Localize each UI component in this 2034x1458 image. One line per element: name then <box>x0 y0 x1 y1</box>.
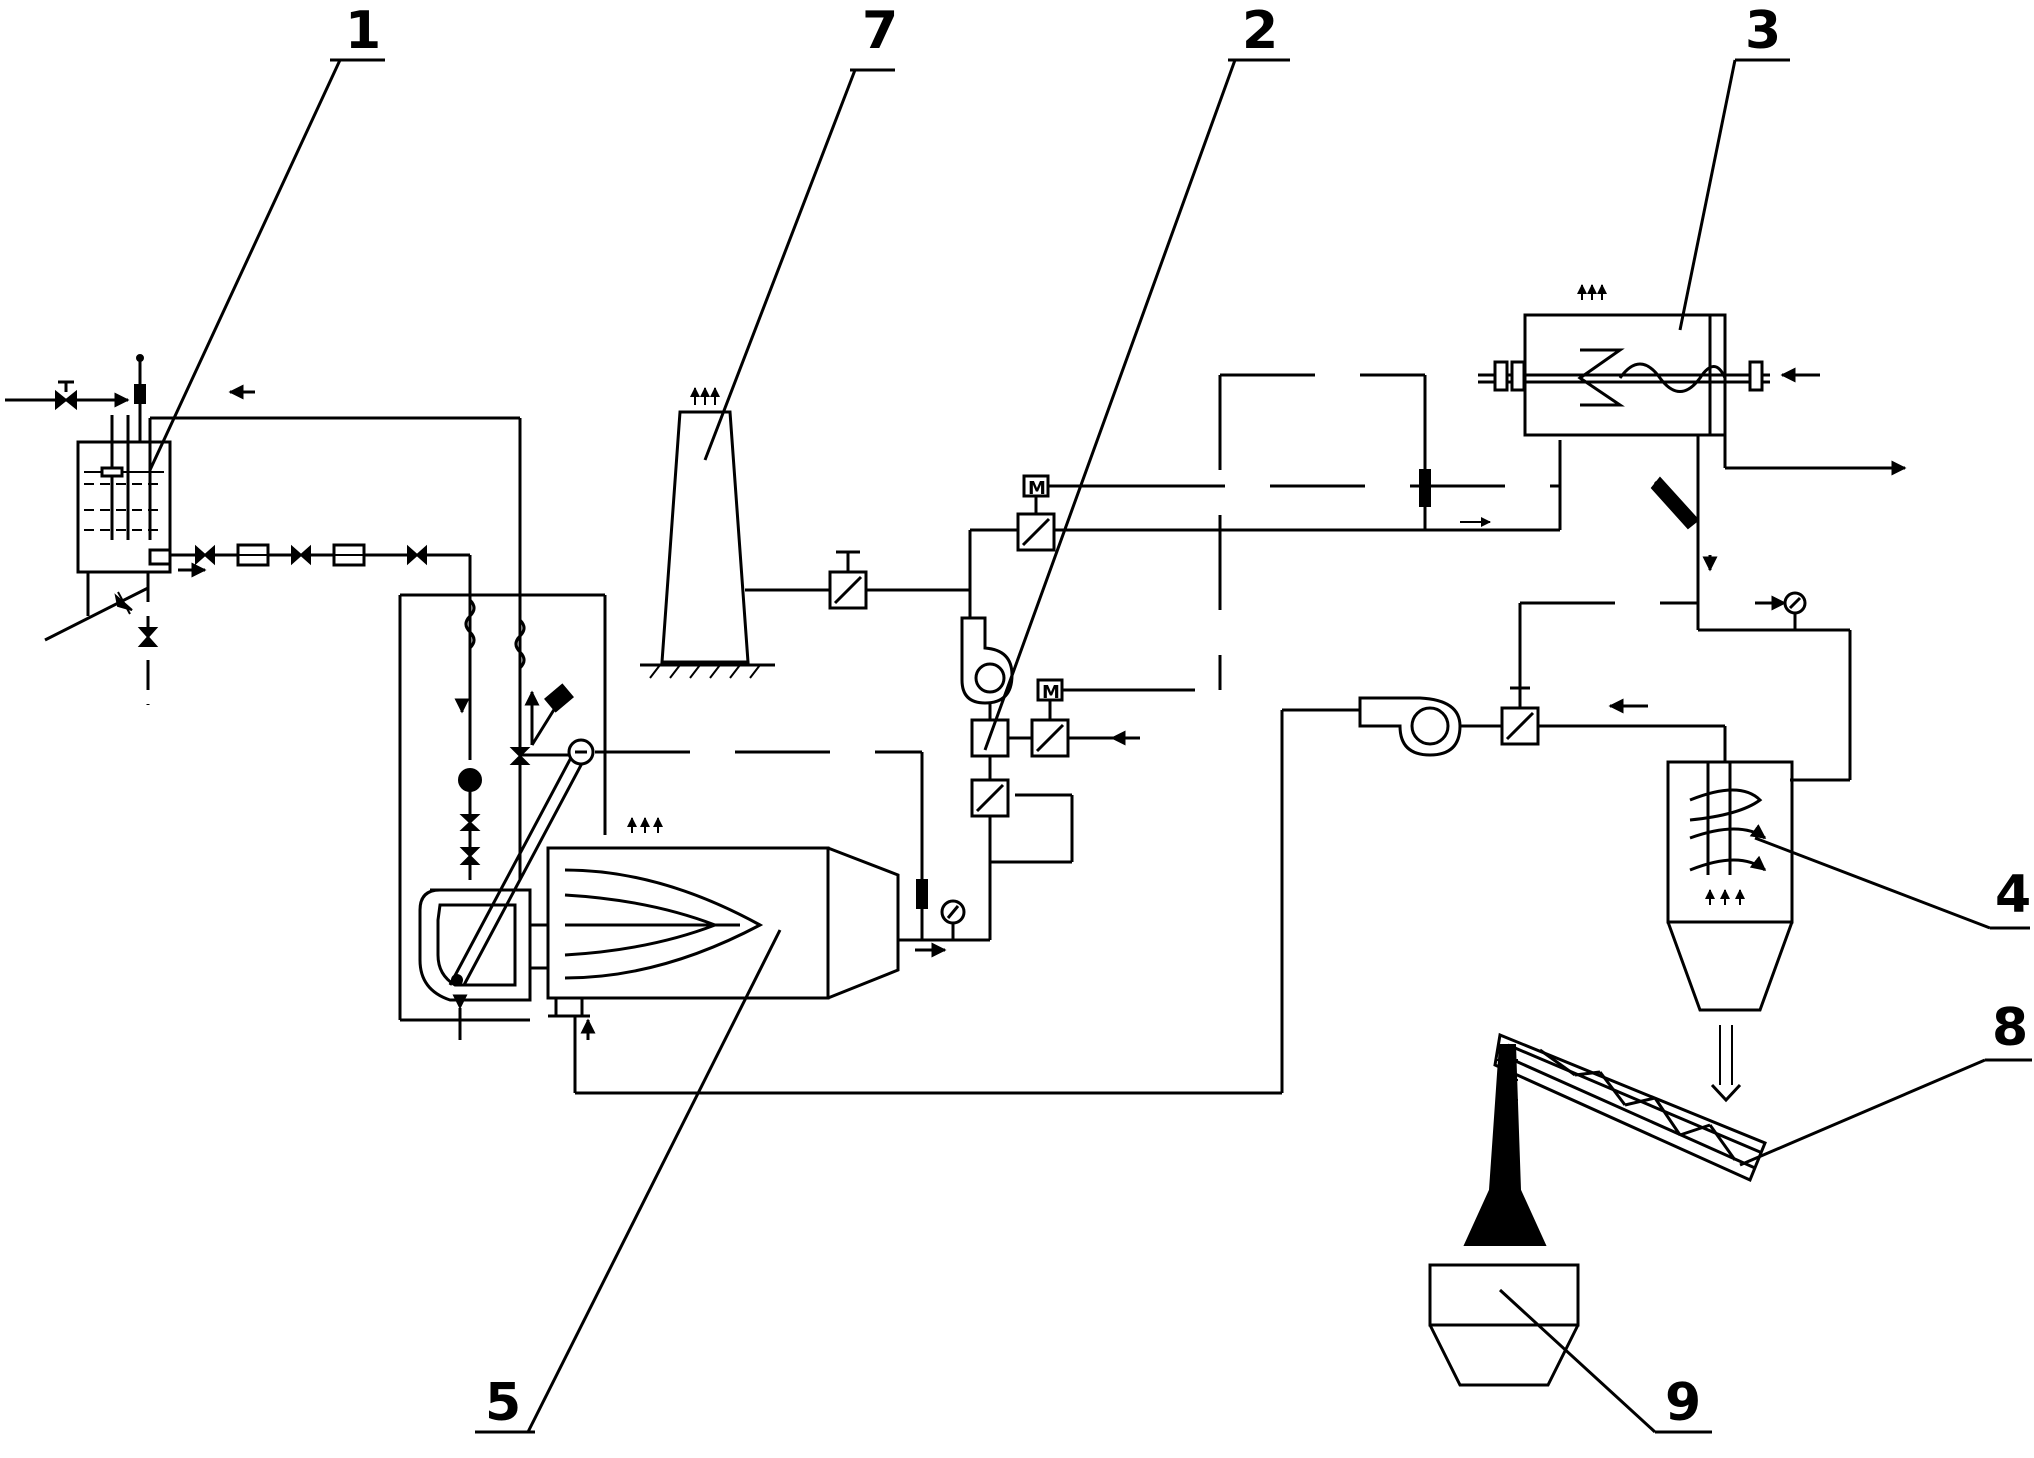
burner <box>418 738 595 1002</box>
label-7: 7 <box>862 1 898 61</box>
svg-text:M: M <box>1028 478 1046 499</box>
feed-pipe <box>170 543 482 880</box>
label-5: 5 <box>485 1373 521 1433</box>
combustion-furnace <box>546 817 947 1093</box>
label-3: 3 <box>1745 1 1781 61</box>
sludge-tank <box>5 354 172 705</box>
label-4: 4 <box>1995 865 2031 925</box>
svg-text:M: M <box>1042 682 1060 703</box>
recirculation-fan <box>575 686 1727 1095</box>
return-line <box>148 384 574 880</box>
storage-bin <box>1428 1044 1580 1387</box>
label-9: 9 <box>1665 1373 1701 1433</box>
chimney-stack <box>640 387 775 679</box>
leader-lines <box>148 58 2032 1434</box>
label-8: 8 <box>1992 998 2028 1058</box>
burner-enclosure <box>398 593 607 1040</box>
flue-duct <box>898 793 1074 942</box>
stack-damper <box>745 550 970 610</box>
screw-conveyor <box>1493 1032 1767 1183</box>
main-duct: M <box>970 440 1562 552</box>
cyclone-separator <box>1666 760 1794 1103</box>
label-2: 2 <box>1242 1 1278 61</box>
control-loop-dryer <box>1100 373 1560 692</box>
label-1: 1 <box>345 1 381 61</box>
sludge-dryer <box>1478 284 1907 782</box>
